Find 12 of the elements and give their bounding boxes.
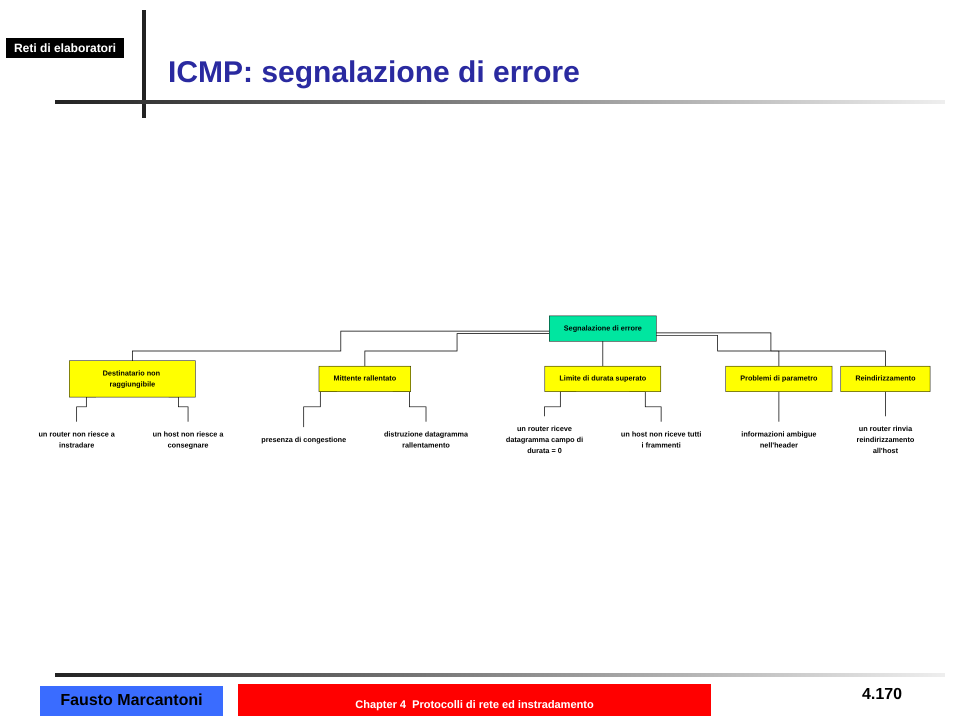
connector [656, 332, 886, 366]
connector [778, 390, 780, 422]
chapter-banner: Chapter 4 Protocolli di rete ed instradamento [238, 684, 711, 716]
slide-title: ICMP: segnalazione di errore [168, 56, 580, 90]
author-badge: Fausto Marcantoni [40, 686, 223, 716]
connector [364, 332, 550, 366]
connector [602, 340, 604, 366]
connector [656, 334, 780, 366]
connector [885, 390, 886, 417]
section-tag: Reti di elaboratori [6, 38, 124, 58]
page-number: 4.170 [862, 686, 902, 704]
connector [132, 330, 550, 361]
